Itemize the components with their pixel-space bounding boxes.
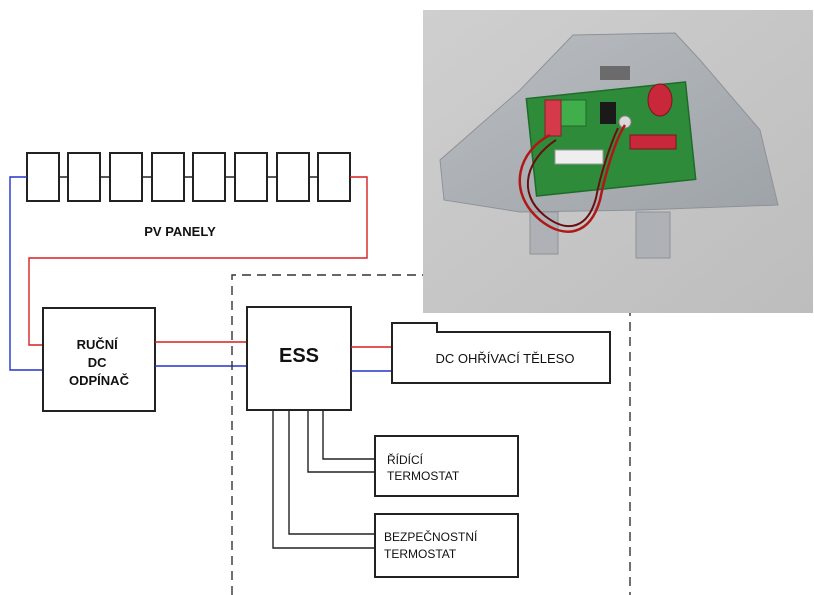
pv-panel bbox=[151, 152, 185, 202]
dc-heater-label: DC OHŘÍVACÍ TĚLESO bbox=[436, 351, 575, 366]
control-thermostat-wires bbox=[307, 410, 375, 473]
dc-disconnector-box bbox=[42, 307, 156, 412]
control-thermostat-box bbox=[374, 435, 519, 497]
pv-panel bbox=[109, 152, 143, 202]
safety-thermostat-wires bbox=[272, 410, 375, 549]
safety-thermostat-label: BEZPEČNOSTNÍ TERMOSTAT bbox=[384, 529, 481, 561]
control-thermostat-label: ŘÍDÍCÍ TERMOSTAT bbox=[387, 452, 460, 483]
pv-panel bbox=[234, 152, 268, 202]
pv-panel-array bbox=[26, 152, 351, 202]
pv-negative-wire bbox=[9, 176, 43, 371]
pv-panels-label: PV PANELY bbox=[144, 224, 216, 239]
ess-label: ESS bbox=[279, 345, 319, 367]
pv-positive-wire bbox=[28, 176, 368, 346]
red-relay bbox=[544, 99, 562, 137]
black-ic bbox=[600, 102, 616, 124]
dc-heater-box bbox=[391, 322, 611, 384]
pv-panel bbox=[317, 152, 351, 202]
board-black-wire bbox=[526, 127, 619, 228]
dc-disconnector-label: RUČNÍ DC ODPÍNAČ bbox=[69, 337, 130, 388]
ess-board-photo bbox=[423, 10, 813, 313]
pv-panel bbox=[26, 152, 60, 202]
fuse-holder bbox=[554, 149, 604, 165]
green-terminal-block bbox=[559, 99, 587, 127]
ess-box bbox=[246, 306, 352, 411]
board-red-wire bbox=[518, 124, 627, 233]
red-component bbox=[629, 134, 677, 150]
pv-panel bbox=[192, 152, 226, 202]
pv-panel bbox=[67, 152, 101, 202]
safety-thermostat-box bbox=[374, 513, 519, 578]
pv-panel bbox=[276, 152, 310, 202]
red-capacitor bbox=[647, 83, 673, 117]
